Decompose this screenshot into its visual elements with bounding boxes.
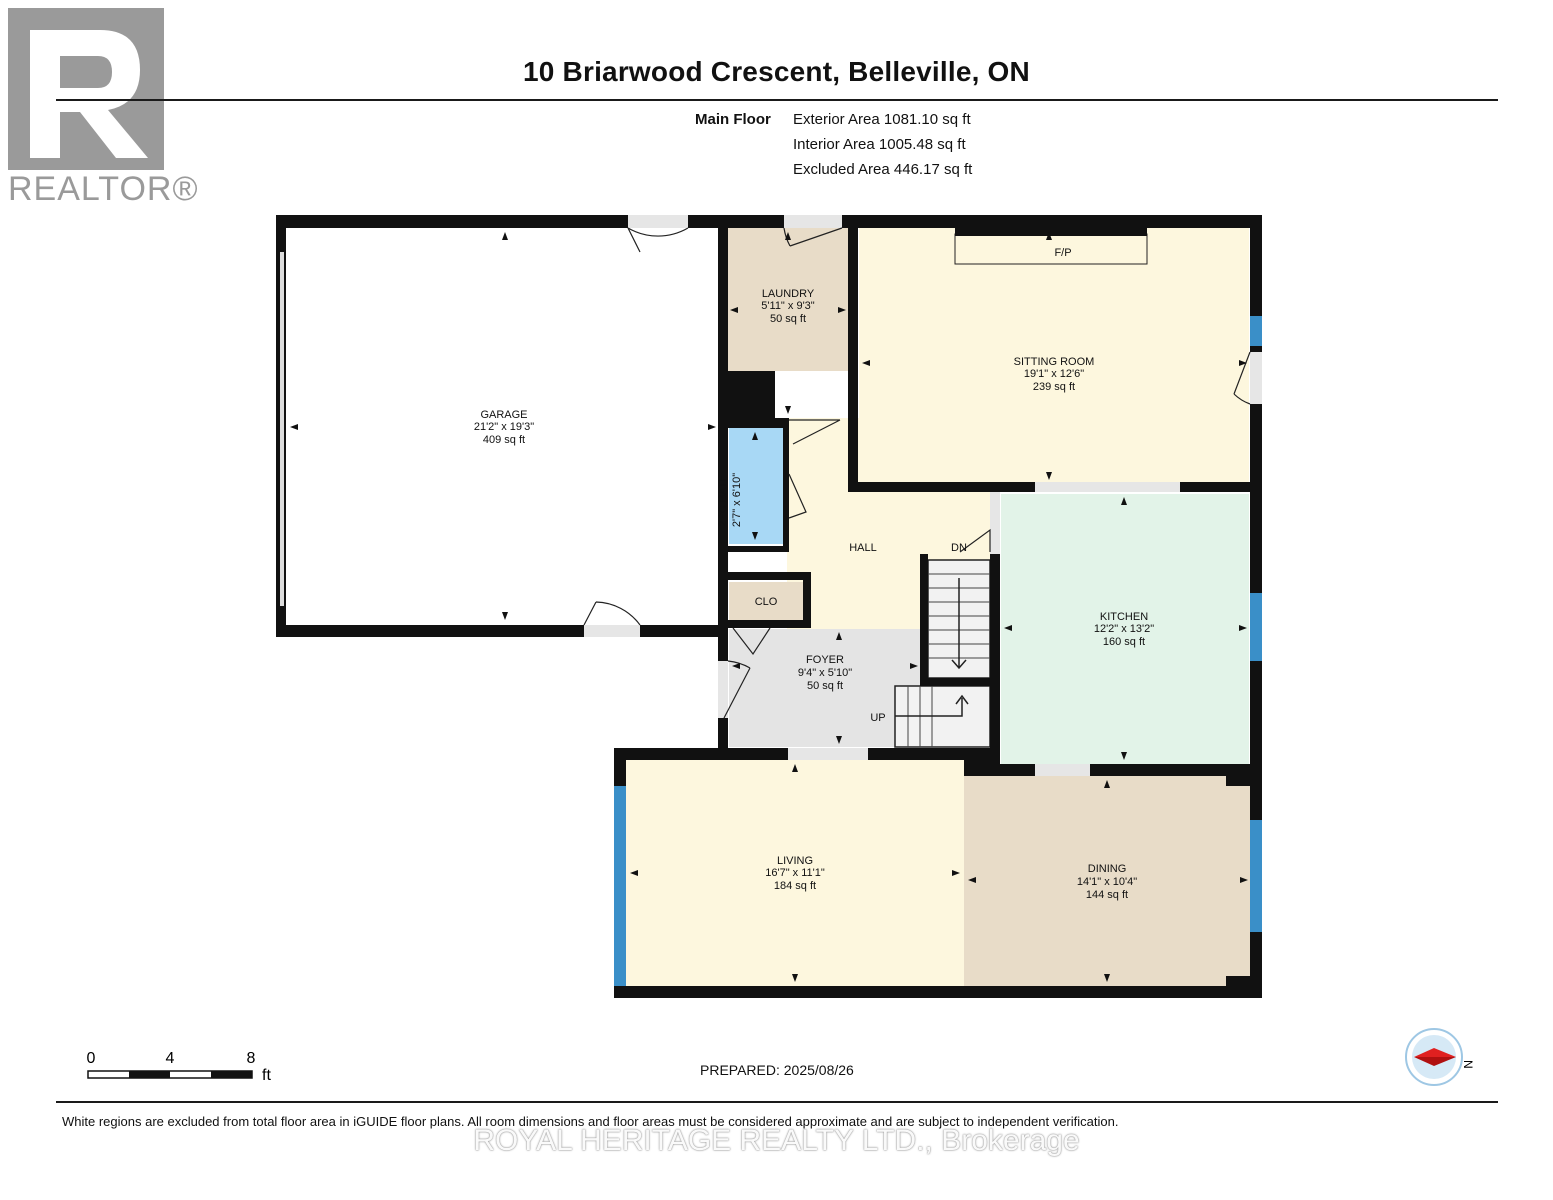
kitchen-area: 160 sq ft <box>1103 636 1145 648</box>
foyer-area: 50 sq ft <box>807 680 843 692</box>
room-garage <box>288 228 718 626</box>
header-rule <box>56 99 1498 101</box>
scale-tick-4: 4 <box>166 1050 175 1067</box>
scale-tick-8: 8 <box>247 1050 256 1067</box>
windows <box>280 252 1262 986</box>
sitting-area: 239 sq ft <box>1033 381 1075 393</box>
kitchen-dims: 12'2" x 13'2" <box>1094 623 1154 635</box>
prepared-date: PREPARED: 2025/08/26 <box>700 1062 854 1078</box>
dining-name: DINING <box>1088 863 1127 875</box>
fireplace-label: F/P <box>1054 247 1071 259</box>
foyer-dims: 9'4" x 5'10" <box>798 667 852 679</box>
interior-area: Interior Area 1005.48 sq ft <box>793 136 966 153</box>
scale-unit: ft <box>262 1067 271 1084</box>
stairs-down-label: DN <box>951 542 967 554</box>
compass-icon: N <box>1405 1028 1475 1086</box>
stairs-up-label: UP <box>870 712 885 724</box>
laundry-area: 50 sq ft <box>770 313 806 325</box>
dining-dims: 14'1" x 10'4" <box>1077 876 1137 888</box>
stairs-up <box>894 685 991 748</box>
brokerage-watermark: ROYAL HERITAGE REALTY LTD., Brokerage <box>473 1124 1080 1157</box>
garage-dims: 21'2" x 19'3" <box>474 421 534 433</box>
room-clo <box>729 582 803 622</box>
bath-name: 2PC BATH <box>717 473 729 526</box>
disclaimer-text: White regions are excluded from total fl… <box>62 1114 1119 1129</box>
area-label: Excluded Area <box>793 161 890 178</box>
hall-name: HALL <box>849 542 877 554</box>
room-bath <box>729 428 783 544</box>
bath-dims: 2'7" x 6'10" <box>731 473 743 527</box>
area-label: Exterior Area <box>793 111 880 128</box>
sitting-dims: 19'1" x 12'6" <box>1024 368 1084 380</box>
living-dims: 16'7" x 11'1" <box>765 867 825 879</box>
living-name: LIVING <box>777 855 813 867</box>
scale-tick-0: 0 <box>87 1050 96 1067</box>
laundry-dims: 5'11" x 9'3" <box>761 300 814 312</box>
footer-rule <box>56 1101 1498 1103</box>
area-value: 1005.48 sq ft <box>878 136 966 153</box>
living-area: 184 sq ft <box>774 880 816 892</box>
area-value: 446.17 sq ft <box>893 161 973 178</box>
room-dining <box>964 776 1251 986</box>
room-kitchen <box>1001 494 1249 764</box>
foyer-name: FOYER <box>806 654 844 666</box>
room-laundry <box>727 228 848 371</box>
dining-area: 144 sq ft <box>1086 889 1128 901</box>
area-value: 1081.10 sq ft <box>883 111 971 128</box>
room-labels: GARAGE 21'2" x 19'3" 409 sq ft LAUNDRY 5… <box>474 247 1154 901</box>
realtor-logo <box>8 8 164 170</box>
floor-name: Main Floor <box>695 111 771 128</box>
page-title: 10 Briarwood Crescent, Belleville, ON <box>523 56 1030 87</box>
realtor-wordmark: REALTOR® <box>8 170 199 208</box>
room-living <box>626 760 964 986</box>
compass-label: N <box>1461 1060 1475 1069</box>
garage-name: GARAGE <box>480 409 527 421</box>
scale-bar: 0 4 8 ft <box>87 1050 272 1084</box>
kitchen-name: KITCHEN <box>1100 611 1148 623</box>
area-label: Interior Area <box>793 136 875 153</box>
garage-area: 409 sq ft <box>483 434 525 446</box>
sitting-name: SITTING ROOM <box>1014 356 1095 368</box>
excluded-area: Excluded Area 446.17 sq ft <box>793 161 972 178</box>
clo-name: CLO <box>755 596 778 608</box>
dimension-markers <box>290 232 1248 982</box>
laundry-name: LAUNDRY <box>762 288 815 300</box>
exterior-area: Exterior Area 1081.10 sq ft <box>793 111 971 128</box>
stairs-down <box>927 559 991 679</box>
realtor-r-icon <box>8 8 164 170</box>
